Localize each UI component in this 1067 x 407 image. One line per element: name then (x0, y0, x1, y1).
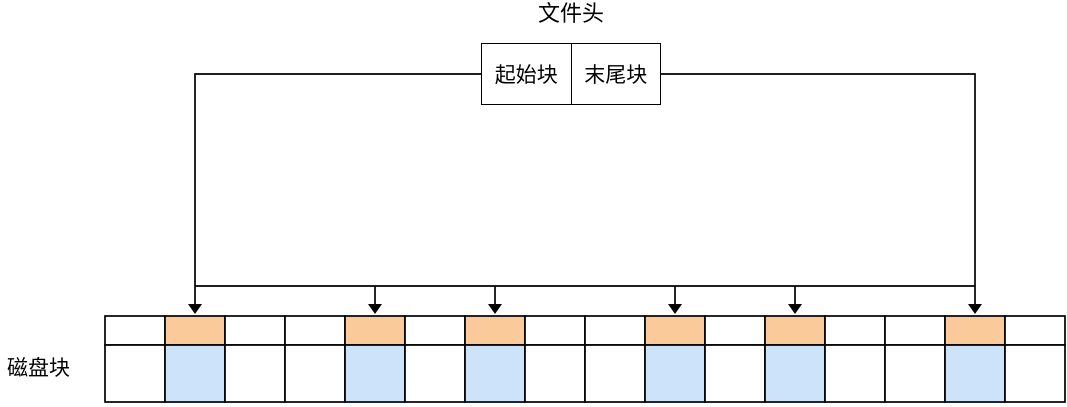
disk-block-bottom-cell (1004, 344, 1066, 403)
disk-block-top-cell (944, 315, 1006, 346)
disk-block-top-cell (584, 315, 646, 346)
disk-block-bottom-cell (944, 344, 1006, 403)
disk-block-bottom-cell (284, 344, 346, 403)
disk-block-bottom-cell (524, 344, 586, 403)
disk-block-top-cell (104, 315, 166, 346)
disk-block-top-cell (164, 315, 226, 346)
down-arrowhead (968, 304, 982, 314)
down-arrowhead (788, 304, 802, 314)
disk-block-top-cell (524, 315, 586, 346)
disk-block-bottom-cell (104, 344, 166, 403)
disk-block-bottom-cell (164, 344, 226, 403)
disk-block-top-cell (644, 315, 706, 346)
disk-block-top-cell (344, 315, 406, 346)
disk-block-top-cell (404, 315, 466, 346)
down-arrowhead (668, 304, 682, 314)
disk-block-top-cell (824, 315, 886, 346)
disk-block-bottom-cell (644, 344, 706, 403)
disk-block-bottom-cell (704, 344, 766, 403)
disk-block-top-cell (224, 315, 286, 346)
disk-block-top-cell (704, 315, 766, 346)
down-arrowhead (368, 304, 382, 314)
file-header-title: 文件头 (537, 1, 604, 26)
down-arrowhead (188, 304, 202, 314)
disk-block-top-cell (764, 315, 826, 346)
disk-block-top-cell (1004, 315, 1066, 346)
disk-block-top-cell (284, 315, 346, 346)
end-block-cell: 末尾块 (570, 44, 661, 104)
connector-left (194, 73, 481, 304)
disk-block-bottom-cell (584, 344, 646, 403)
disk-block-bottom-cell (764, 344, 826, 403)
down-arrowhead (488, 304, 502, 314)
disk-block-bottom-cell (404, 344, 466, 403)
disk-block-bottom-cell (824, 344, 886, 403)
disk-block-bottom-cell (884, 344, 946, 403)
disk-block-bottom-cell (344, 344, 406, 403)
start-block-cell: 起始块 (494, 64, 558, 87)
disk-block-top-cell (884, 315, 946, 346)
disk-blocks-label: 磁盘块 (7, 357, 70, 380)
disk-block-top-cell (464, 315, 526, 346)
file-header-box: 起始块 末尾块 (481, 43, 661, 105)
disk-block-bottom-cell (224, 344, 286, 403)
disk-block-bottom-cell (464, 344, 526, 403)
connector-right (661, 73, 976, 304)
